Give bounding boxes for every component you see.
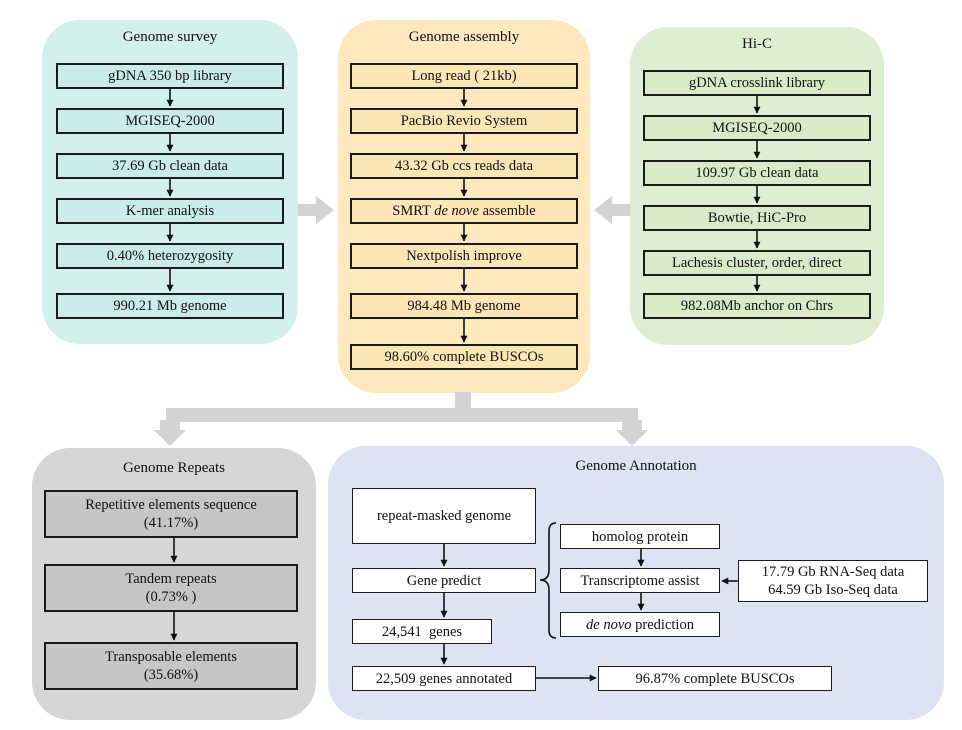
assembly-step-nextpolish: Nextpolish improve <box>350 243 578 269</box>
assembly-down-stem <box>455 392 471 414</box>
hic-panel: Hi-C gDNA crosslink library MGISEQ-2000 … <box>630 27 884 345</box>
hic-step-library: gDNA crosslink library <box>643 70 871 96</box>
annotation-buscos: 96.87% complete BUSCOs <box>598 666 832 691</box>
assembly-step-pacbio: PacBio Revio System <box>350 108 578 134</box>
smrt-italic: de nove <box>434 203 479 219</box>
genome-assembly-panel: Genome assembly Long read ( 21kb) PacBio… <box>338 20 590 393</box>
tandem-label: Tandem repeats <box>125 571 217 587</box>
repetitive-label: Repetitive elements sequence <box>85 497 257 513</box>
genome-survey-title: Genome survey <box>122 29 218 45</box>
transposable-value: (35.68%) <box>143 667 199 683</box>
genome-repeats-panel: Genome Repeats Repetitive elements seque… <box>32 448 316 720</box>
hic-step-clean-data: 109.97 Gb clean data <box>643 160 871 186</box>
assembly-step-smrt: SMRT de nove assemble <box>350 198 578 224</box>
split-bar <box>166 408 638 422</box>
hic-title: Hi-C <box>742 36 772 52</box>
assembly-step-ccs-data: 43.32 Gb ccs reads data <box>350 153 578 179</box>
survey-to-assembly-arrow <box>298 196 334 224</box>
annotation-gene-predict: Gene predict <box>352 568 536 593</box>
repeats-transposable: Transposable elements (35.68%) <box>44 642 298 690</box>
tandem-value: (0.73% ) <box>145 589 197 605</box>
annotation-seq-data: 17.79 Gb RNA-Seq data 64.59 Gb Iso-Seq d… <box>738 560 928 602</box>
genome-annotation-panel: Genome Annotation repeat-masked genome G… <box>328 446 944 720</box>
survey-step-kmer: K-mer analysis <box>56 198 284 224</box>
assembly-step-buscos: 98.60% complete BUSCOs <box>350 344 578 370</box>
hic-step-sequencer: MGISEQ-2000 <box>643 115 871 141</box>
iso-seq-data: 64.59 Gb Iso-Seq data <box>768 582 898 598</box>
to-annotation-arrow <box>616 420 648 446</box>
repetitive-value: (41.17%) <box>143 515 199 531</box>
survey-step-sequencer: MGISEQ-2000 <box>56 108 284 134</box>
repeats-repetitive-elements: Repetitive elements sequence (41.17%) <box>44 490 298 538</box>
hic-step-lachesis: Lachesis cluster, order, direct <box>643 250 871 276</box>
survey-step-genome-size: 990.21 Mb genome <box>56 293 284 319</box>
assembly-step-genome-size: 984.48 Mb genome <box>350 293 578 319</box>
genome-assembly-title: Genome assembly <box>408 29 520 45</box>
genome-repeats-title: Genome Repeats <box>122 460 226 476</box>
hic-step-anchor: 982.08Mb anchor on Chrs <box>643 293 871 319</box>
denovo-italic: de novo <box>586 616 632 633</box>
annotation-homolog: homolog protein <box>560 524 720 549</box>
rna-seq-data: 17.79 Gb RNA-Seq data <box>761 564 905 580</box>
smrt-post: assemble <box>478 203 536 219</box>
assembly-step-long-read: Long read ( 21kb) <box>350 63 578 89</box>
to-repeats-arrow <box>154 420 186 446</box>
repeats-tandem: Tandem repeats (0.73% ) <box>44 564 298 612</box>
annotation-transcriptome: Transcriptome assist <box>560 568 720 593</box>
hic-step-bowtie: Bowtie, HiC-Pro <box>643 205 871 231</box>
genome-annotation-title: Genome Annotation <box>575 458 697 474</box>
annotation-repeat-masked: repeat-masked genome <box>352 488 536 544</box>
annotation-genes-annotated: 22,509 genes annotated <box>352 666 536 691</box>
denovo-rest: prediction <box>631 616 694 633</box>
smrt-pre: SMRT <box>392 203 435 219</box>
survey-step-heterozygosity: 0.40% heterozygosity <box>56 243 284 269</box>
annotation-genes: 24,541 genes <box>352 619 492 644</box>
annotation-denovo: de novo prediction <box>560 612 720 637</box>
hic-to-assembly-arrow <box>594 196 630 224</box>
genome-survey-panel: Genome survey gDNA 350 bp library MGISEQ… <box>42 20 298 344</box>
transposable-label: Transposable elements <box>105 649 237 665</box>
survey-step-library: gDNA 350 bp library <box>56 63 284 89</box>
survey-step-clean-data: 37.69 Gb clean data <box>56 153 284 179</box>
